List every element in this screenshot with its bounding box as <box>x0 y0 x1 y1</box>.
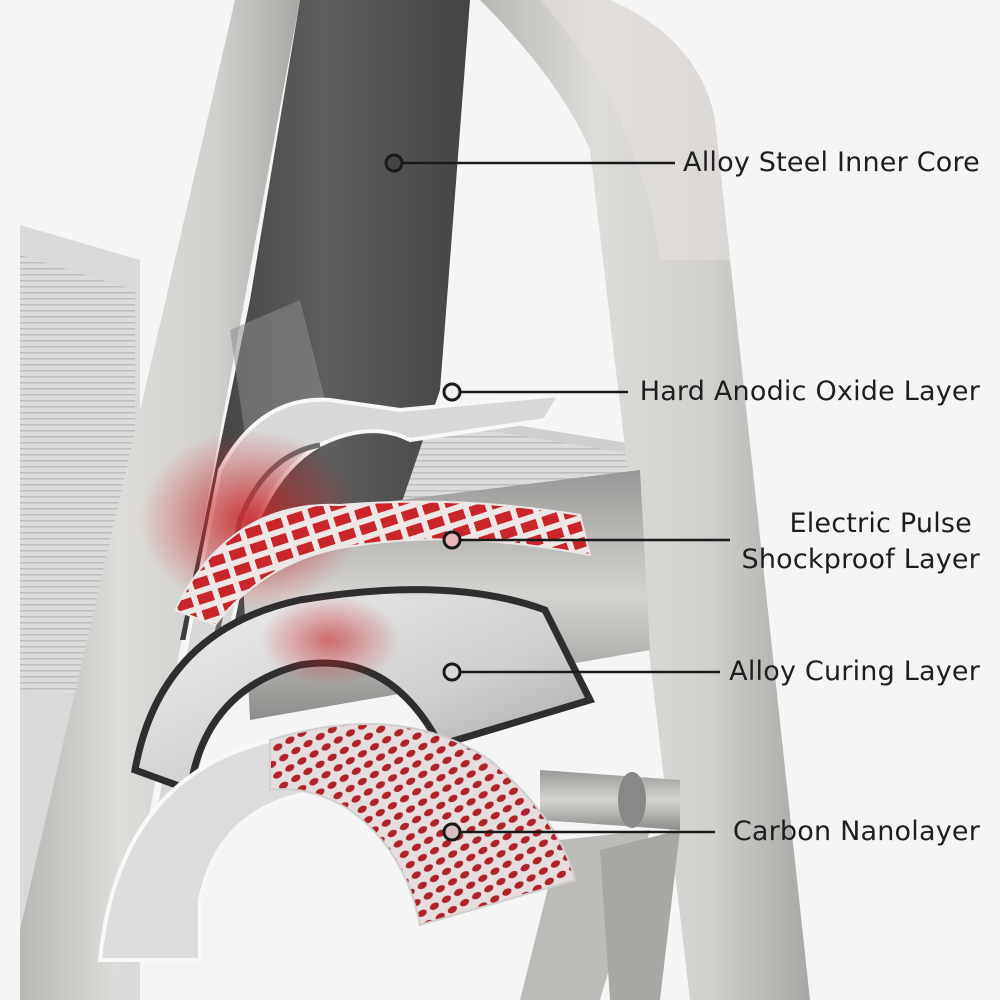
leader-lines <box>402 161 730 834</box>
callout-hard-anodic-oxide-layer: Hard Anodic Oxide Layer <box>640 374 980 410</box>
callout-electric-pulse-shockproof-layer-line2: Shockproof Layer <box>741 542 980 578</box>
red-glow <box>140 430 360 610</box>
callout-text: Hard Anodic Oxide Layer <box>639 376 980 407</box>
callout-text-line-2: Shockproof Layer <box>741 544 980 575</box>
right-leg <box>480 0 810 1000</box>
callout-alloy-steel-inner-core: Alloy Steel Inner Core <box>683 145 980 181</box>
callout-alloy-curing-layer: Alloy Curing Layer <box>729 654 980 690</box>
callout-text: Carbon Nanolayer <box>732 816 980 847</box>
callout-carbon-nanolayer: Carbon Nanolayer <box>733 814 980 850</box>
carbon-nanolayer-arch <box>97 723 577 962</box>
leader-dots <box>384 153 462 842</box>
callout-text: Alloy Steel Inner Core <box>683 147 980 178</box>
callout-text-line-1: Electric Pulse <box>789 508 972 539</box>
alloy-curing-arch <box>131 586 595 795</box>
callout-electric-pulse-shockproof-layer: Electric Pulse <box>789 506 972 542</box>
callout-text: Alloy Curing Layer <box>729 656 980 687</box>
electric-pulse-mesh <box>173 500 592 627</box>
